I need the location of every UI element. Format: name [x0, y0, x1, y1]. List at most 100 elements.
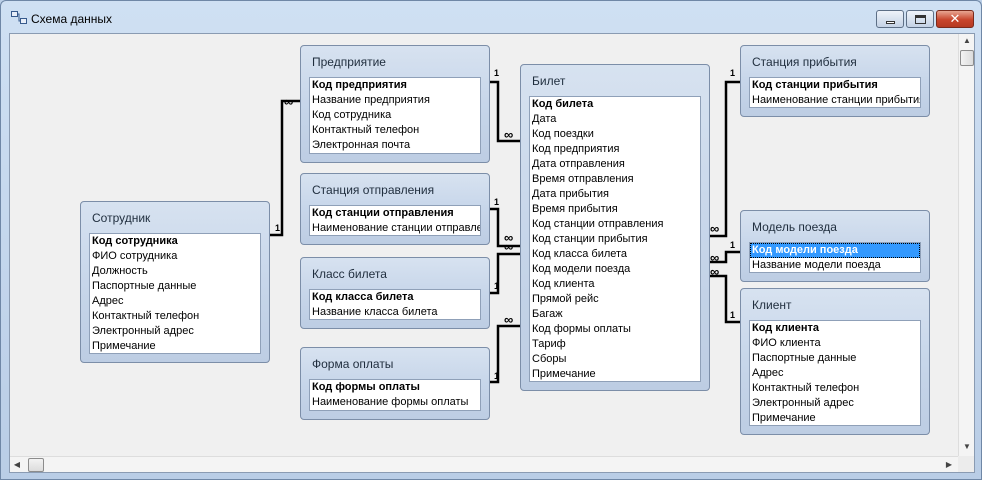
primary-key-field[interactable]: Код предприятия — [312, 79, 407, 91]
field-item[interactable]: Тариф — [532, 338, 566, 350]
primary-key-field[interactable]: Код модели поезда — [750, 243, 920, 258]
field-item[interactable]: Время прибытия — [532, 203, 618, 215]
primary-key-field[interactable]: Код билета — [532, 98, 594, 110]
relationship-line — [488, 80, 520, 143]
close-button[interactable]: ✕ — [936, 10, 974, 28]
maximize-icon — [915, 15, 926, 24]
table-title: Класс билета — [312, 267, 387, 281]
table-title: Станция прибытия — [752, 55, 857, 69]
field-item[interactable]: Адрес — [752, 367, 784, 379]
relationship-line — [488, 207, 520, 248]
field-item[interactable]: Электронный адрес — [752, 397, 854, 409]
field-item[interactable]: Название модели поезда — [752, 259, 881, 271]
field-item[interactable]: Код сотрудника — [312, 109, 392, 121]
field-item[interactable]: Код предприятия — [532, 143, 620, 155]
relationship-line — [710, 274, 740, 324]
relationship-lines — [269, 80, 740, 384]
primary-key-field[interactable]: Код станции отправления — [312, 207, 454, 219]
relationships-app-icon — [11, 11, 27, 24]
field-item[interactable]: Код станции прибытия — [532, 233, 648, 245]
field-item[interactable]: Код клиента — [532, 278, 595, 290]
cardinality-many: ∞ — [504, 230, 513, 245]
field-item[interactable]: Дата прибытия — [532, 188, 609, 200]
field-item[interactable]: Время отправления — [532, 173, 634, 185]
field-item[interactable]: Примечание — [92, 340, 156, 352]
field-item[interactable]: Прямой рейс — [532, 293, 599, 305]
cardinality-one: 1 — [494, 68, 500, 78]
field-item[interactable]: Код формы оплаты — [532, 323, 631, 335]
cardinality-one: 1 — [730, 310, 736, 320]
relationship-line — [269, 99, 300, 237]
field-item[interactable]: Наименование станции отправле — [312, 222, 480, 234]
scroll-down-arrow-icon[interactable]: ▼ — [963, 442, 971, 451]
maximize-button[interactable] — [906, 10, 934, 28]
field-item[interactable]: Наименование формы оплаты — [312, 396, 469, 408]
scroll-up-arrow-icon[interactable]: ▲ — [963, 36, 971, 45]
field-item[interactable]: Код класса билета — [532, 248, 628, 260]
field-item[interactable]: Примечание — [752, 412, 816, 424]
field-item[interactable]: Примечание — [532, 368, 596, 380]
field-item[interactable]: Багаж — [532, 308, 563, 320]
field-item[interactable]: ФИО сотрудника — [92, 250, 178, 262]
title-bar[interactable]: Схема данных ✕ — [1, 1, 981, 33]
relationship-line — [710, 80, 740, 238]
primary-key-field[interactable]: Код станции прибытия — [752, 79, 878, 91]
horizontal-scrollbar[interactable]: ◀ ▶ — [10, 456, 958, 472]
horizontal-scroll-thumb[interactable] — [28, 458, 44, 472]
field-item[interactable]: Адрес — [92, 295, 124, 307]
field-item[interactable]: Дата — [532, 113, 557, 125]
cardinality-one: 1 — [494, 281, 500, 291]
field-item[interactable]: Контактный телефон — [92, 310, 200, 322]
scroll-right-arrow-icon[interactable]: ▶ — [945, 460, 953, 469]
scroll-left-arrow-icon[interactable]: ◀ — [13, 460, 21, 469]
field-item[interactable]: Код модели поезда — [532, 263, 631, 275]
primary-key-field[interactable]: Код класса билета — [312, 291, 414, 303]
minimize-button[interactable] — [876, 10, 904, 28]
field-item[interactable]: Сборы — [532, 353, 567, 365]
table-title: Сотрудник — [92, 211, 151, 225]
table-stanciya-otpravleniya[interactable]: Станция отправления Код станции отправле… — [300, 173, 490, 245]
field-item[interactable]: Электронная почта — [312, 139, 411, 151]
field-item[interactable]: Паспортные данные — [92, 280, 197, 292]
cardinality-many: ∞ — [504, 127, 513, 142]
vertical-scroll-thumb[interactable] — [960, 50, 974, 66]
primary-key-field[interactable]: Код сотрудника — [92, 235, 178, 247]
primary-key-field[interactable]: Код формы оплаты — [312, 381, 420, 393]
field-item[interactable]: Название класса билета — [312, 306, 438, 318]
field-item[interactable]: Код поездки — [532, 128, 594, 140]
field-item[interactable]: Паспортные данные — [752, 352, 857, 364]
size-grip — [958, 456, 974, 472]
field-item[interactable]: Название предприятия — [312, 94, 430, 106]
table-title: Модель поезда — [752, 220, 837, 234]
field-item[interactable]: ФИО клиента — [752, 337, 821, 349]
field-item[interactable]: Наименование станции прибытия — [752, 94, 920, 106]
primary-key-field[interactable]: Код клиента — [752, 322, 819, 334]
close-icon: ✕ — [949, 11, 961, 26]
cardinality-one: 1 — [494, 197, 500, 207]
field-item[interactable]: Дата отправления — [532, 158, 625, 170]
field-item[interactable]: Должность — [92, 265, 148, 277]
field-item[interactable]: Контактный телефон — [752, 382, 860, 394]
field-item[interactable]: Электронный адрес — [92, 325, 194, 337]
field-item[interactable]: Контактный телефон — [312, 124, 420, 136]
vertical-scrollbar[interactable]: ▲ ▼ — [958, 34, 974, 456]
field-item[interactable]: Код станции отправления — [532, 218, 664, 230]
cardinality-many: ∞ — [504, 312, 513, 327]
cardinality-many: ∞ — [710, 264, 719, 279]
